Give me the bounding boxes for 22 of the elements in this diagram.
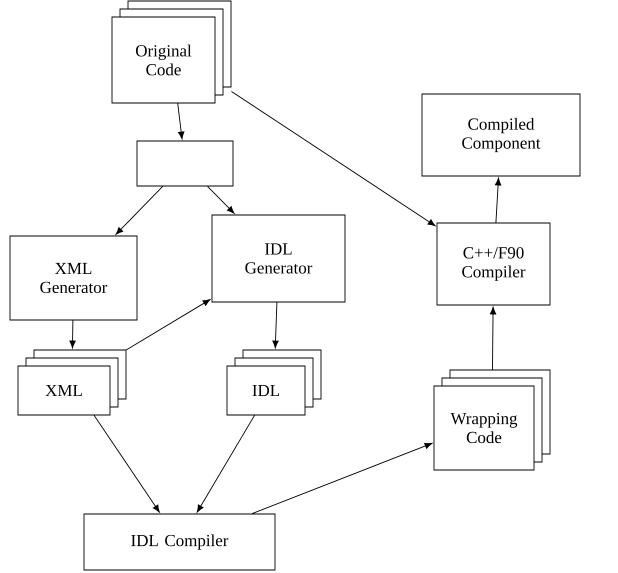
arrow xyxy=(177,103,184,140)
arrow xyxy=(252,442,432,514)
arrow xyxy=(231,91,436,226)
arrow xyxy=(490,306,496,370)
arrow xyxy=(116,186,164,235)
process-box: Compiled Component xyxy=(422,94,580,176)
process-box: C++/F90 Compiler xyxy=(436,222,550,306)
document-stack: XML xyxy=(18,350,126,416)
arrow xyxy=(272,302,279,348)
process-box: IDL Generator xyxy=(212,214,346,302)
arrow xyxy=(126,299,210,350)
document-stack: Original Code xyxy=(112,0,232,104)
process-box: XML Generator xyxy=(10,236,138,320)
arrow xyxy=(207,186,234,214)
arrow xyxy=(94,415,160,513)
arrow xyxy=(196,415,255,512)
process-box xyxy=(136,140,234,186)
document-stack: Wrapping Code xyxy=(434,370,550,470)
document-stack: IDL xyxy=(226,350,322,416)
arrow xyxy=(69,320,76,348)
arrow xyxy=(494,178,502,223)
process-box: IDL Compiler xyxy=(84,514,276,570)
